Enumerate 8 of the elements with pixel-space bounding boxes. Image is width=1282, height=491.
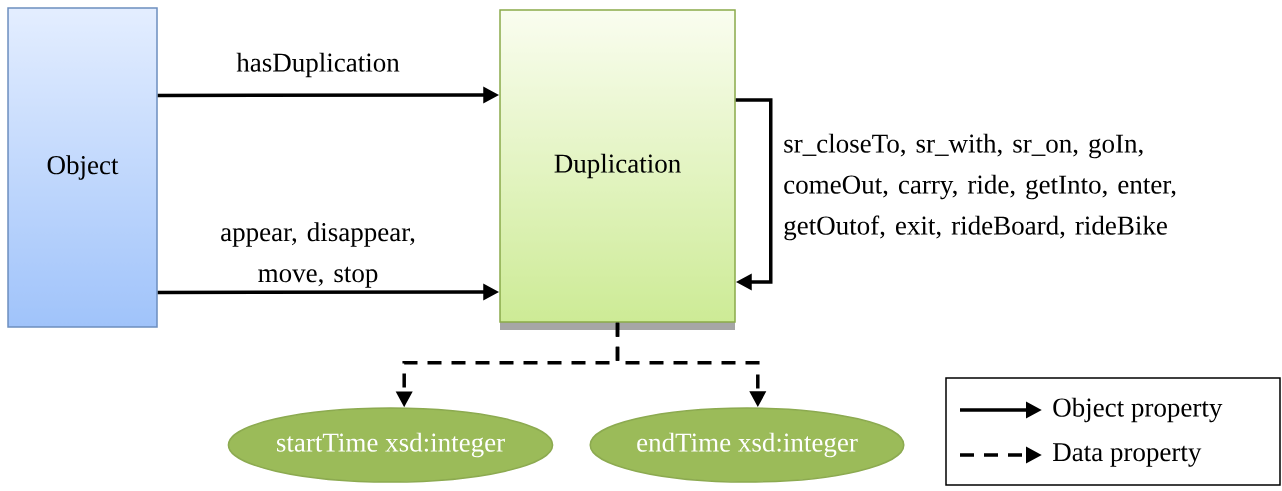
arrow [735,98,773,291]
edge-label: hasDuplication [236,52,400,78]
legend-text: Object property [1053,397,1223,423]
edge-label: sr_closeTo, sr_with, sr_on, goIn, comeOut, carry, ride, getInto, enter, getOutof, exit, rideBoard, rideBike [784,133,1176,241]
class-box: Duplication [499,9,736,330]
edge-label: appear, disappear, move, stop [221,222,415,288]
class-box: Object [7,7,158,328]
legend-text: Data property [1053,443,1202,467]
